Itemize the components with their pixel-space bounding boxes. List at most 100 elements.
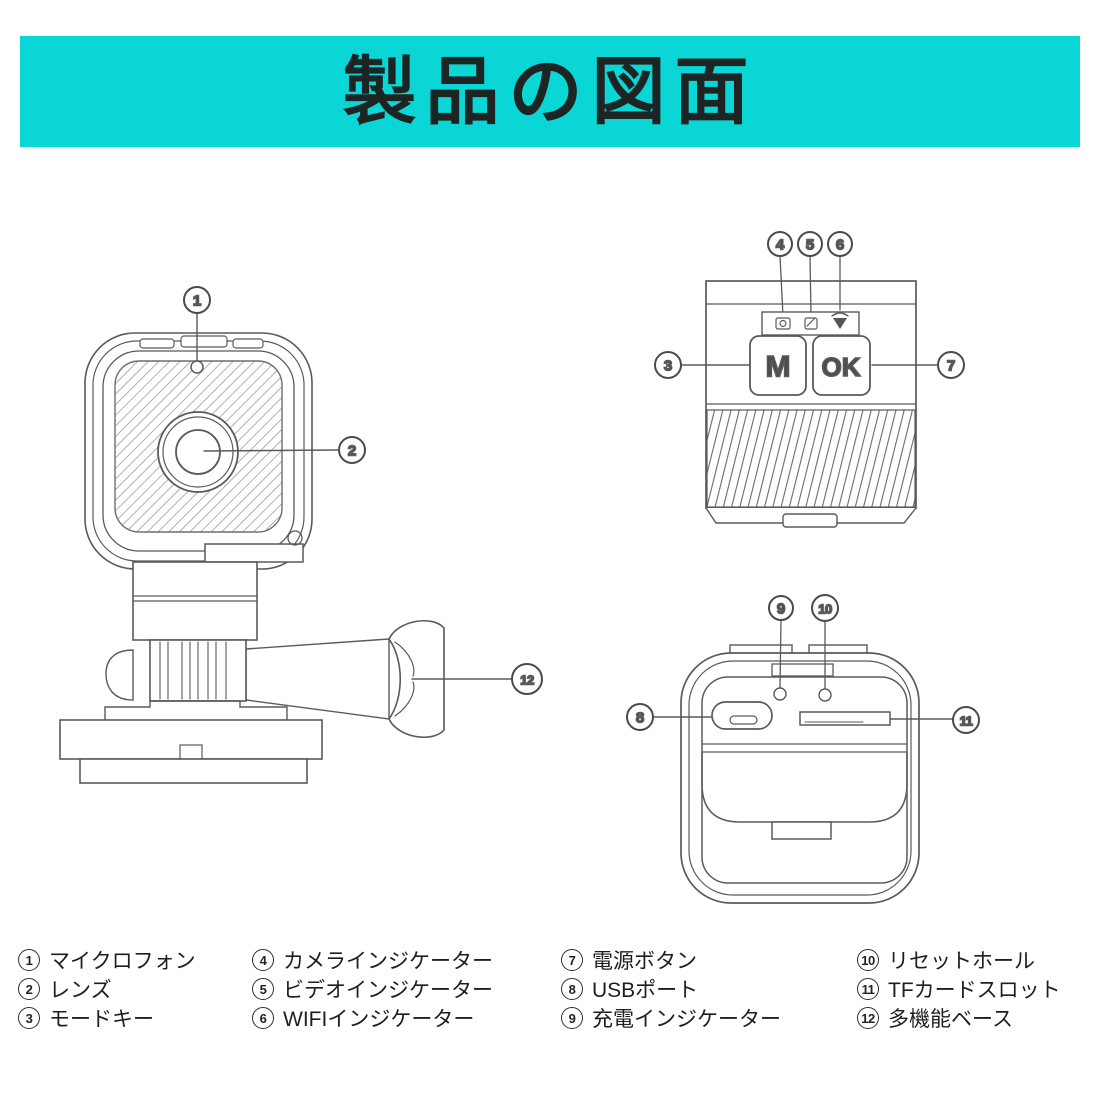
legend-num-4: 4 (252, 949, 274, 971)
legend-item-power-button: 7 電源ボタン (561, 949, 781, 973)
legend-num-10: 10 (857, 949, 879, 971)
legend-label-multifunction-base: 多機能ベース (888, 1008, 1013, 1031)
page-title: 製品の図面 (342, 49, 758, 133)
callout-11: 11 (952, 706, 980, 734)
mount-side-bump (105, 649, 134, 701)
svg-text:M: M (766, 351, 791, 384)
base-steps (104, 700, 288, 721)
legend-label-charge-indicator: 充電インジケーター (592, 1008, 781, 1031)
legend-num-3: 3 (18, 1007, 40, 1029)
top-view-figure: M OK 3 4 5 6 7 (654, 231, 965, 528)
legend-column-4: 10 リセットホール 11 TFカードスロット 12 多機能ベース (857, 949, 1061, 1031)
bottom-rail (204, 543, 304, 563)
video-indicator-icon (804, 317, 818, 330)
top-vent (139, 338, 175, 349)
legend-num-7: 7 (561, 949, 583, 971)
legend-label-video-indicator: ビデオインジケーター (283, 979, 493, 1002)
front-view-figure: 1 2 (59, 286, 543, 784)
leader-line-2 (203, 449, 340, 452)
knurled-band (706, 409, 916, 508)
svg-text:5: 5 (806, 237, 814, 254)
legend-column-3: 7 電源ボタン 8 USBポート 9 充電インジケーター (561, 949, 781, 1031)
callout-6: 6 (827, 231, 853, 257)
microphone-hole (190, 360, 204, 374)
title-banner: 製品の図面 (20, 36, 1080, 147)
charge-indicator-hole (773, 687, 787, 701)
callout-3: 3 (654, 351, 682, 379)
callout-5: 5 (797, 231, 823, 257)
legend-num-5: 5 (252, 978, 274, 1000)
legend-label-lens: レンズ (49, 979, 112, 1002)
usb-port (711, 701, 773, 730)
corner-screw (287, 530, 303, 546)
svg-text:9: 9 (777, 601, 785, 618)
legend-item-microphone: 1 マイクロフォン (18, 949, 196, 973)
legend-label-power-button: 電源ボタン (592, 950, 697, 973)
legend-item-mode-key: 3 モードキー (18, 1007, 196, 1031)
door-latch-tab (771, 821, 832, 840)
legend-label-tf-card-slot: TFカードスロット (888, 979, 1061, 1002)
svg-text:8: 8 (636, 710, 644, 727)
lens (157, 411, 239, 493)
legend-num-11: 11 (857, 978, 879, 1000)
svg-text:11: 11 (960, 714, 973, 729)
legend-num-12: 12 (857, 1007, 879, 1029)
callout-7: 7 (937, 351, 965, 379)
legend-label-microphone: マイクロフォン (49, 950, 196, 973)
reset-hole (818, 688, 832, 702)
top-vent (180, 335, 228, 348)
svg-text:1: 1 (193, 293, 201, 310)
svg-text:4: 4 (776, 237, 785, 254)
leader-line-9 (779, 619, 782, 688)
callout-10: 10 (811, 594, 839, 622)
legend-item-camera-indicator: 4 カメラインジケーター (252, 949, 493, 973)
top-vent (232, 338, 264, 349)
legend-item-reset-hole: 10 リセットホール (857, 949, 1061, 973)
svg-text:10: 10 (818, 602, 832, 617)
legend-num-8: 8 (561, 978, 583, 1000)
callout-2: 2 (338, 436, 366, 464)
wifi-indicator-icon (831, 312, 849, 329)
callout-8: 8 (626, 703, 654, 731)
legend-item-lens: 2 レンズ (18, 978, 196, 1002)
bottom-view-body (680, 652, 920, 904)
legend-label-camera-indicator: カメラインジケーター (283, 950, 493, 973)
legend-item-usb-port: 8 USBポート (561, 978, 781, 1002)
tripod-tab (782, 513, 838, 528)
leader-line-5 (809, 255, 812, 317)
mode-button: M (749, 335, 807, 396)
top-notch (771, 663, 834, 677)
legend-num-6: 6 (252, 1007, 274, 1029)
leader-line-4 (779, 255, 784, 317)
legend-num-2: 2 (18, 978, 40, 1000)
svg-text:OK: OK (822, 352, 861, 382)
legend-item-wifi-indicator: 6 WIFIインジケーター (252, 1007, 493, 1031)
legend-item-charge-indicator: 9 充電インジケーター (561, 1007, 781, 1031)
legend-label-wifi-indicator: WIFIインジケーター (283, 1008, 475, 1031)
legend-num-1: 1 (18, 949, 40, 971)
tf-card-slot (799, 711, 891, 726)
legend-label-mode-key: モードキー (49, 1008, 154, 1031)
svg-text:7: 7 (947, 358, 955, 375)
legend-column-2: 4 カメラインジケーター 5 ビデオインジケーター 6 WIFIインジケーター (252, 949, 493, 1031)
camera-indicator-icon (775, 317, 791, 330)
base-foot (79, 758, 308, 784)
callout-4: 4 (767, 231, 793, 257)
svg-text:6: 6 (836, 237, 844, 254)
callout-12: 12 (511, 663, 543, 695)
svg-text:12: 12 (520, 673, 534, 688)
base-notch (179, 744, 203, 760)
legend-label-reset-hole: リセットホール (888, 950, 1035, 973)
svg-text:3: 3 (664, 358, 672, 375)
ok-button: OK (812, 335, 871, 396)
callout-1: 1 (183, 286, 211, 314)
legend-item-multifunction-base: 12 多機能ベース (857, 1007, 1061, 1031)
svg-text:2: 2 (348, 443, 356, 460)
legend-num-9: 9 (561, 1007, 583, 1029)
legend-label-usb-port: USBポート (592, 979, 699, 1002)
legend-item-tf-card-slot: 11 TFカードスロット (857, 978, 1061, 1002)
legend-item-video-indicator: 5 ビデオインジケーター (252, 978, 493, 1002)
legend-column-1: 1 マイクロフォン 2 レンズ 3 モードキー (18, 949, 196, 1031)
callout-9: 9 (768, 595, 794, 621)
